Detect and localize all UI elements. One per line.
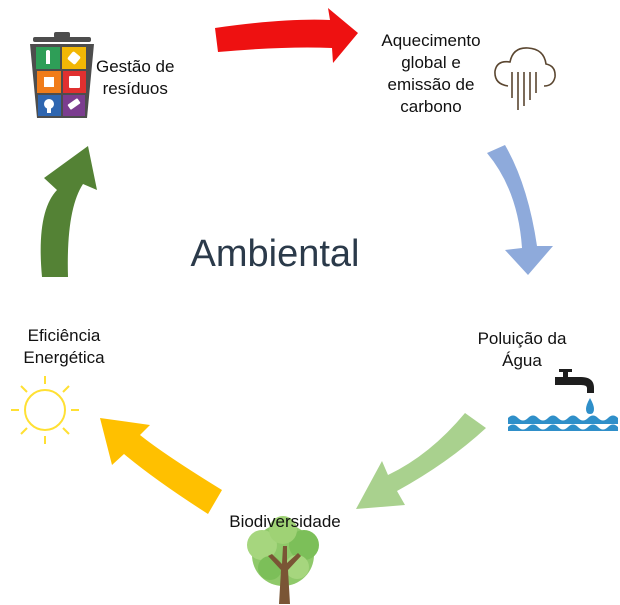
label-line: Biodiversidade xyxy=(229,512,341,531)
tree-icon xyxy=(247,516,319,604)
arrow-aquecimento-to-agua xyxy=(487,145,553,275)
label-poluicao-agua: Poluição da Água xyxy=(462,328,582,372)
label-line: emissão de xyxy=(387,75,475,94)
label-line: Aquecimento xyxy=(381,31,481,50)
label-line: global e xyxy=(401,53,461,72)
label-line: Água xyxy=(502,351,542,370)
label-line: resíduos xyxy=(102,79,168,98)
label-line: Energética xyxy=(23,348,105,367)
label-eficiencia-energetica: Eficiência Energética xyxy=(4,325,124,369)
label-line: carbono xyxy=(400,97,462,116)
arrow-biodiversidade-to-energia xyxy=(100,418,222,514)
rain-cloud-icon xyxy=(494,47,556,110)
diagram-title: Ambiental xyxy=(190,233,360,275)
waste-bin-icon xyxy=(30,32,94,118)
label-aquecimento-global: Aquecimento global e emissão de carbono xyxy=(366,30,496,118)
label-line: Poluição da xyxy=(477,329,567,348)
label-line: Gestão de xyxy=(96,57,175,76)
sun-icon xyxy=(11,376,79,444)
label-biodiversidade: Biodiversidade xyxy=(210,511,360,533)
arrow-energia-to-residuos xyxy=(40,146,97,277)
arrow-residuos-to-aquecimento xyxy=(215,8,358,63)
label-gestao-residuos: Gestão de resíduos xyxy=(96,56,174,100)
label-line: Eficiência xyxy=(27,326,101,345)
water-tap-icon xyxy=(508,369,618,431)
arrow-agua-to-biodiversidade xyxy=(356,413,486,509)
